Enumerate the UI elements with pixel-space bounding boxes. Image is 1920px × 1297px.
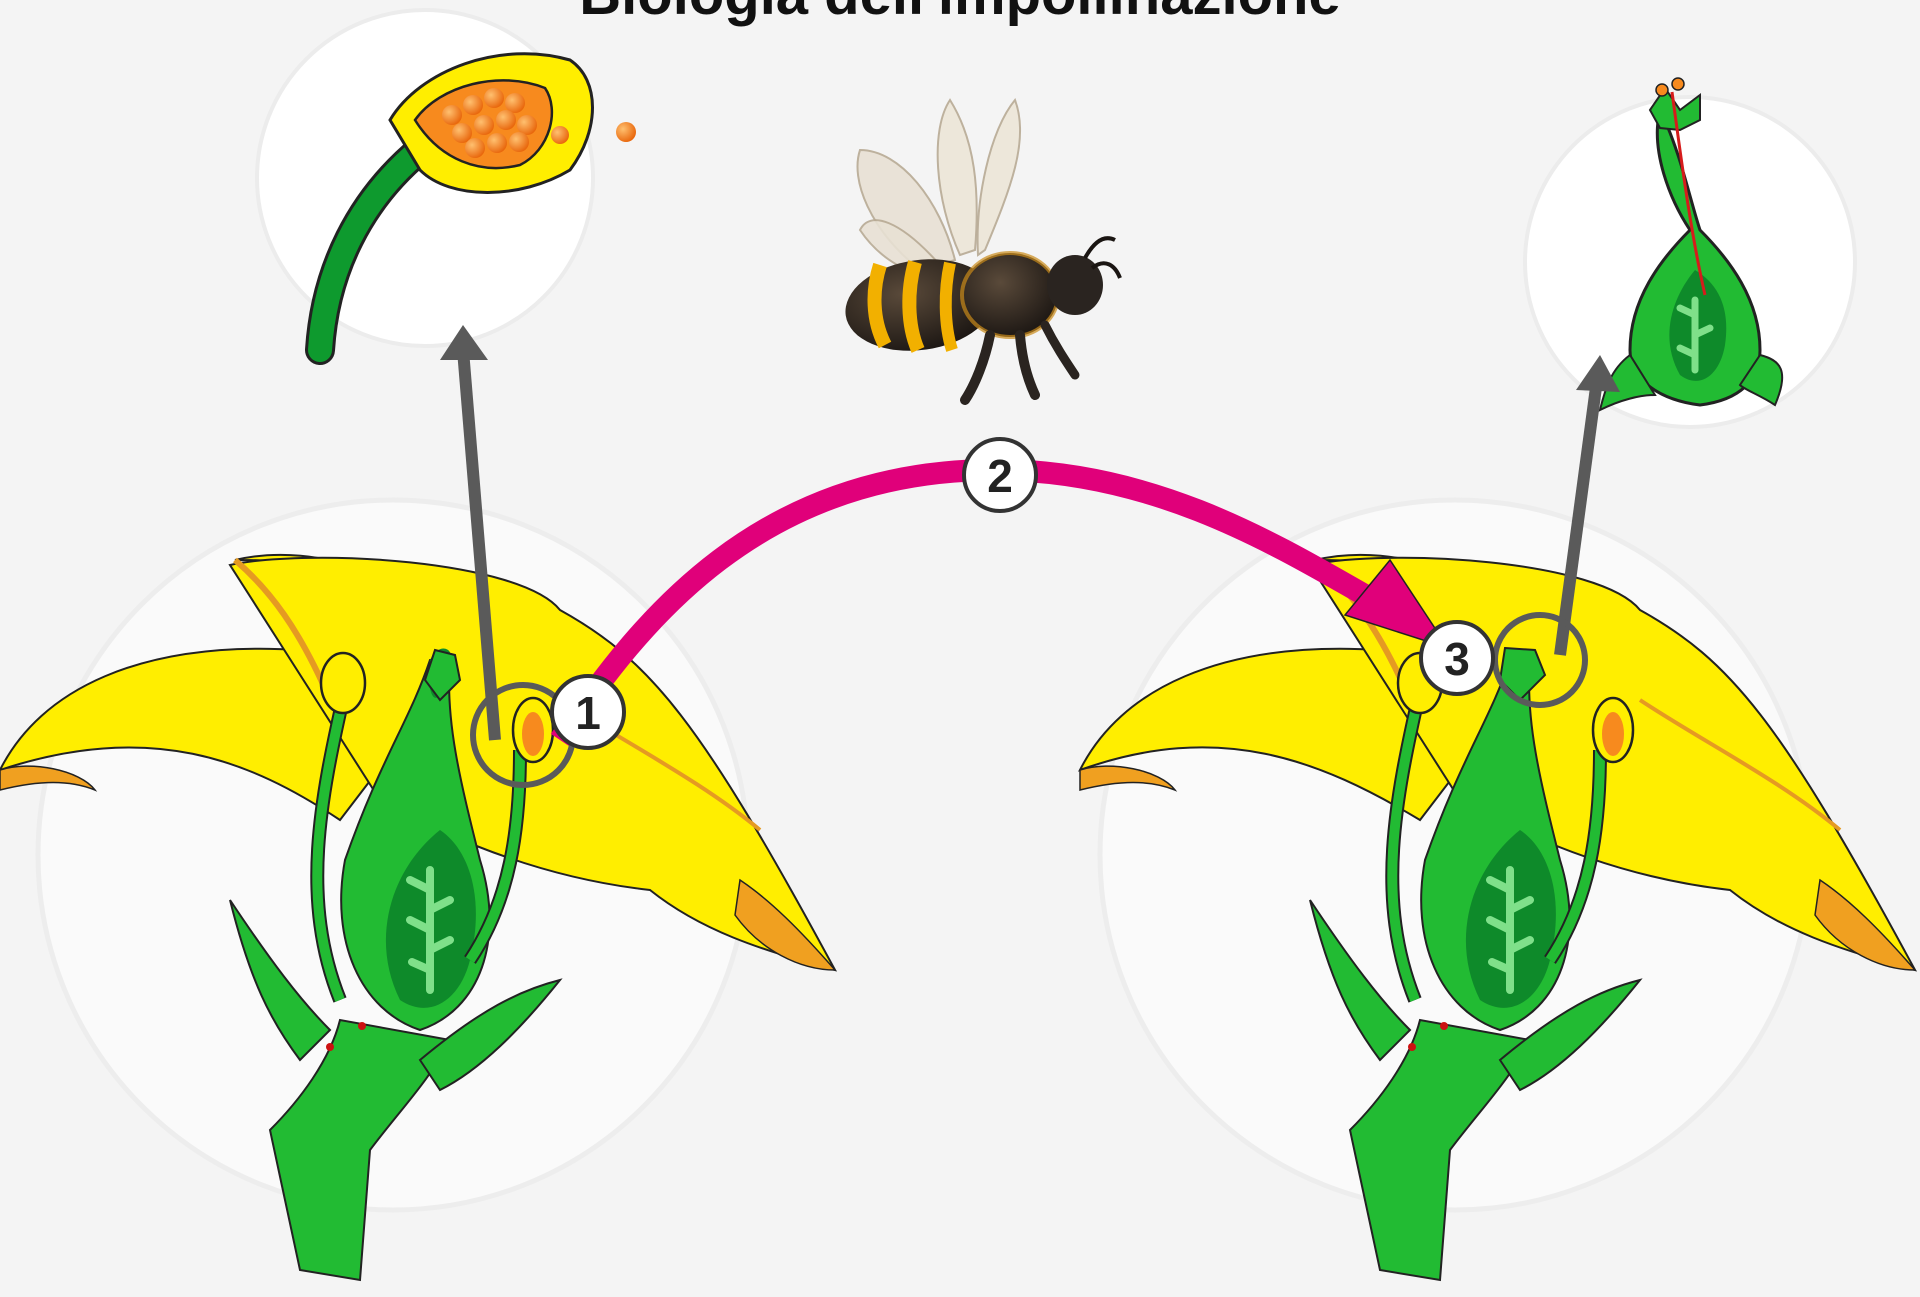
step-number-1: 1 xyxy=(575,687,601,739)
step-badge-3: 3 xyxy=(1421,622,1493,694)
step-badge-2: 2 xyxy=(964,439,1036,511)
step-badge-1: 1 xyxy=(552,676,624,748)
step-number-3: 3 xyxy=(1444,633,1470,685)
bee-illustration xyxy=(839,100,1120,400)
step-number-2: 2 xyxy=(987,450,1013,502)
